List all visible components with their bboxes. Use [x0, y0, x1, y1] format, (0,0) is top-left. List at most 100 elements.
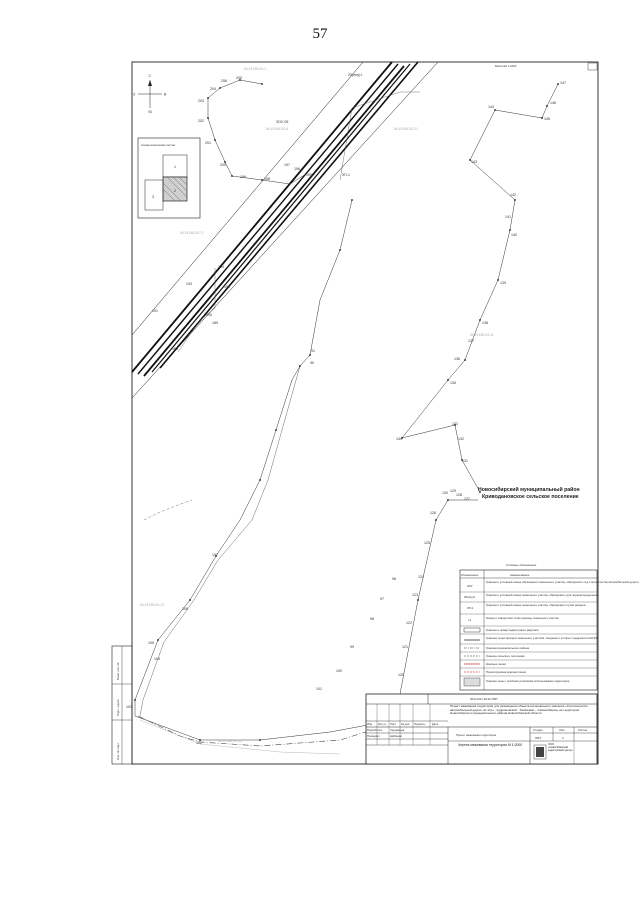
pt-143: 143 [471, 160, 477, 164]
pt-129: 129 [450, 489, 456, 493]
legend-text-8: Граница сельского поселения [486, 654, 525, 658]
district-name: Новосибирский муниципальный район [478, 486, 580, 493]
pt-90: 90 [310, 361, 314, 365]
pt-123: 123 [412, 593, 418, 597]
head-list: Лист [390, 722, 397, 726]
zone-label-1: ЗОУ-05 [276, 120, 288, 124]
pt-120: 120 [398, 673, 404, 677]
cad-label-5: 54:19:180101:11 [470, 333, 494, 337]
pt-195: 195 [306, 173, 312, 177]
pt-121: 121 [402, 645, 408, 649]
parcel-dashed-line [143, 499, 193, 521]
pt-190: 190 [206, 313, 212, 317]
pt-131: 131 [462, 459, 468, 463]
sheet-name: Проект межевания территории [456, 733, 497, 737]
parcel-boundary-inner [139, 365, 301, 717]
cad-label-6: 54:19:180101:12 [140, 603, 164, 607]
legend-text-11: Граница зоны с особыми условиями использ… [486, 679, 570, 683]
zone-label-2: 25(пер)1 [348, 73, 362, 77]
settlement-name: Криводановское сельское поселение [482, 494, 579, 500]
pt-104: 104 [154, 657, 160, 661]
pt-133: 133 [452, 422, 458, 426]
org-name-box: ООО «Новосибирский кадастровый центр» [548, 743, 573, 753]
pt-128: 128 [456, 493, 462, 497]
pt-194: 194 [218, 265, 224, 269]
legend-sym-3: ЗП-1 [467, 606, 474, 610]
pt-142: 142 [510, 193, 516, 197]
legend-text-3: Граница и условный номер земельного учас… [486, 603, 586, 607]
strip-replace-inv: Взам. инв. № [116, 663, 120, 680]
pt-192: 192 [224, 285, 230, 289]
pt-102: 102 [196, 741, 202, 745]
pt-203: 203 [198, 99, 204, 103]
stage-value: ПМТ [535, 736, 541, 740]
pt-126: 126 [430, 511, 436, 515]
pt-199: 199 [240, 175, 246, 179]
stage-label: Стадия [533, 728, 543, 732]
pt-132: 132 [458, 437, 464, 441]
legend-text-4: Номер и поворотная точка границы земельн… [486, 616, 559, 620]
legend-text-7: Граница муниципального района [486, 646, 529, 650]
legend-text-2: Граница и условный номер земельного учас… [486, 593, 599, 597]
legend-table [459, 569, 598, 691]
project-name: Проект межевания территории для размещен… [450, 705, 588, 715]
title-block [365, 693, 598, 765]
head-doc: № док. [401, 722, 410, 726]
strip-inv-no: Инв. № подл. [116, 742, 120, 760]
inset-sheet-2: 2 [174, 189, 176, 193]
map-scale-label: Масштаб 1:1000 [495, 64, 517, 68]
inset-title: Схема компоновки листов [141, 143, 176, 147]
pt-125: 125 [424, 541, 430, 545]
strip-sign-date: Подп. и дата [116, 699, 120, 716]
parcel-boundary-upper-left [207, 79, 307, 185]
district-boundary [137, 715, 399, 747]
pt-197: 197 [284, 163, 290, 167]
compass-south: Ю [149, 110, 153, 114]
cad-label-7: 54:19:180101:15 [218, 739, 242, 743]
turning-points [134, 79, 559, 741]
highway-corridor [131, 61, 439, 399]
legend-sym-1: ЗОУ [467, 584, 473, 588]
pt-137: 137 [468, 339, 474, 343]
pt-191: 191 [152, 309, 158, 313]
pt-91: 91 [311, 349, 315, 353]
drawing-name-box: Чертеж межевания территории М 1:2000 [457, 743, 523, 747]
role-2-name: Шабанов [390, 734, 402, 738]
pt-134: 134 [396, 437, 402, 441]
pt-100: 100 [336, 669, 342, 673]
pt-140: 140 [511, 233, 517, 237]
pt-147: 147 [560, 81, 566, 85]
pt-107: 107 [212, 553, 218, 557]
river-line [139, 719, 341, 755]
pt-193: 193 [186, 282, 192, 286]
compass-north: С [149, 74, 152, 78]
cad-label-3: 54:19:180101:17 [180, 231, 204, 235]
page-number: 57 [312, 26, 328, 42]
project-name-box: Проект межевания территории для размещен… [450, 705, 588, 715]
compass-east: В [164, 93, 167, 97]
pt-205: 205 [236, 76, 242, 80]
sheets-label: Листов [578, 728, 588, 732]
legend-text-9: Красные линии [486, 662, 506, 666]
north-arrow-icon [138, 80, 162, 108]
role-2: Проверил [367, 734, 380, 738]
pt-106: 106 [182, 607, 188, 611]
inset-sheet-3: 3 [152, 195, 154, 199]
sheet-frame [131, 61, 599, 765]
pt-136: 136 [454, 357, 460, 361]
drawing-name: Чертеж межевания территории М 1:2000 [457, 743, 523, 747]
head-date: Дата [432, 722, 439, 726]
org-name: ООО «Новосибирский кадастровый центр» [548, 743, 573, 753]
legend-title: Условные обозначения [506, 563, 537, 567]
pt-105: 105 [148, 641, 154, 645]
pt-189: 189 [212, 321, 218, 325]
head-sign: Подпись [414, 722, 426, 726]
sheet-label: Лист [559, 728, 566, 732]
pt-122: 122 [406, 621, 412, 625]
sheet-value: 2 [562, 736, 564, 740]
pt-202: 202 [198, 119, 204, 123]
pt-146: 146 [550, 101, 556, 105]
pt-200: 200 [220, 163, 226, 167]
legend-sym-4: +1 [468, 618, 472, 622]
